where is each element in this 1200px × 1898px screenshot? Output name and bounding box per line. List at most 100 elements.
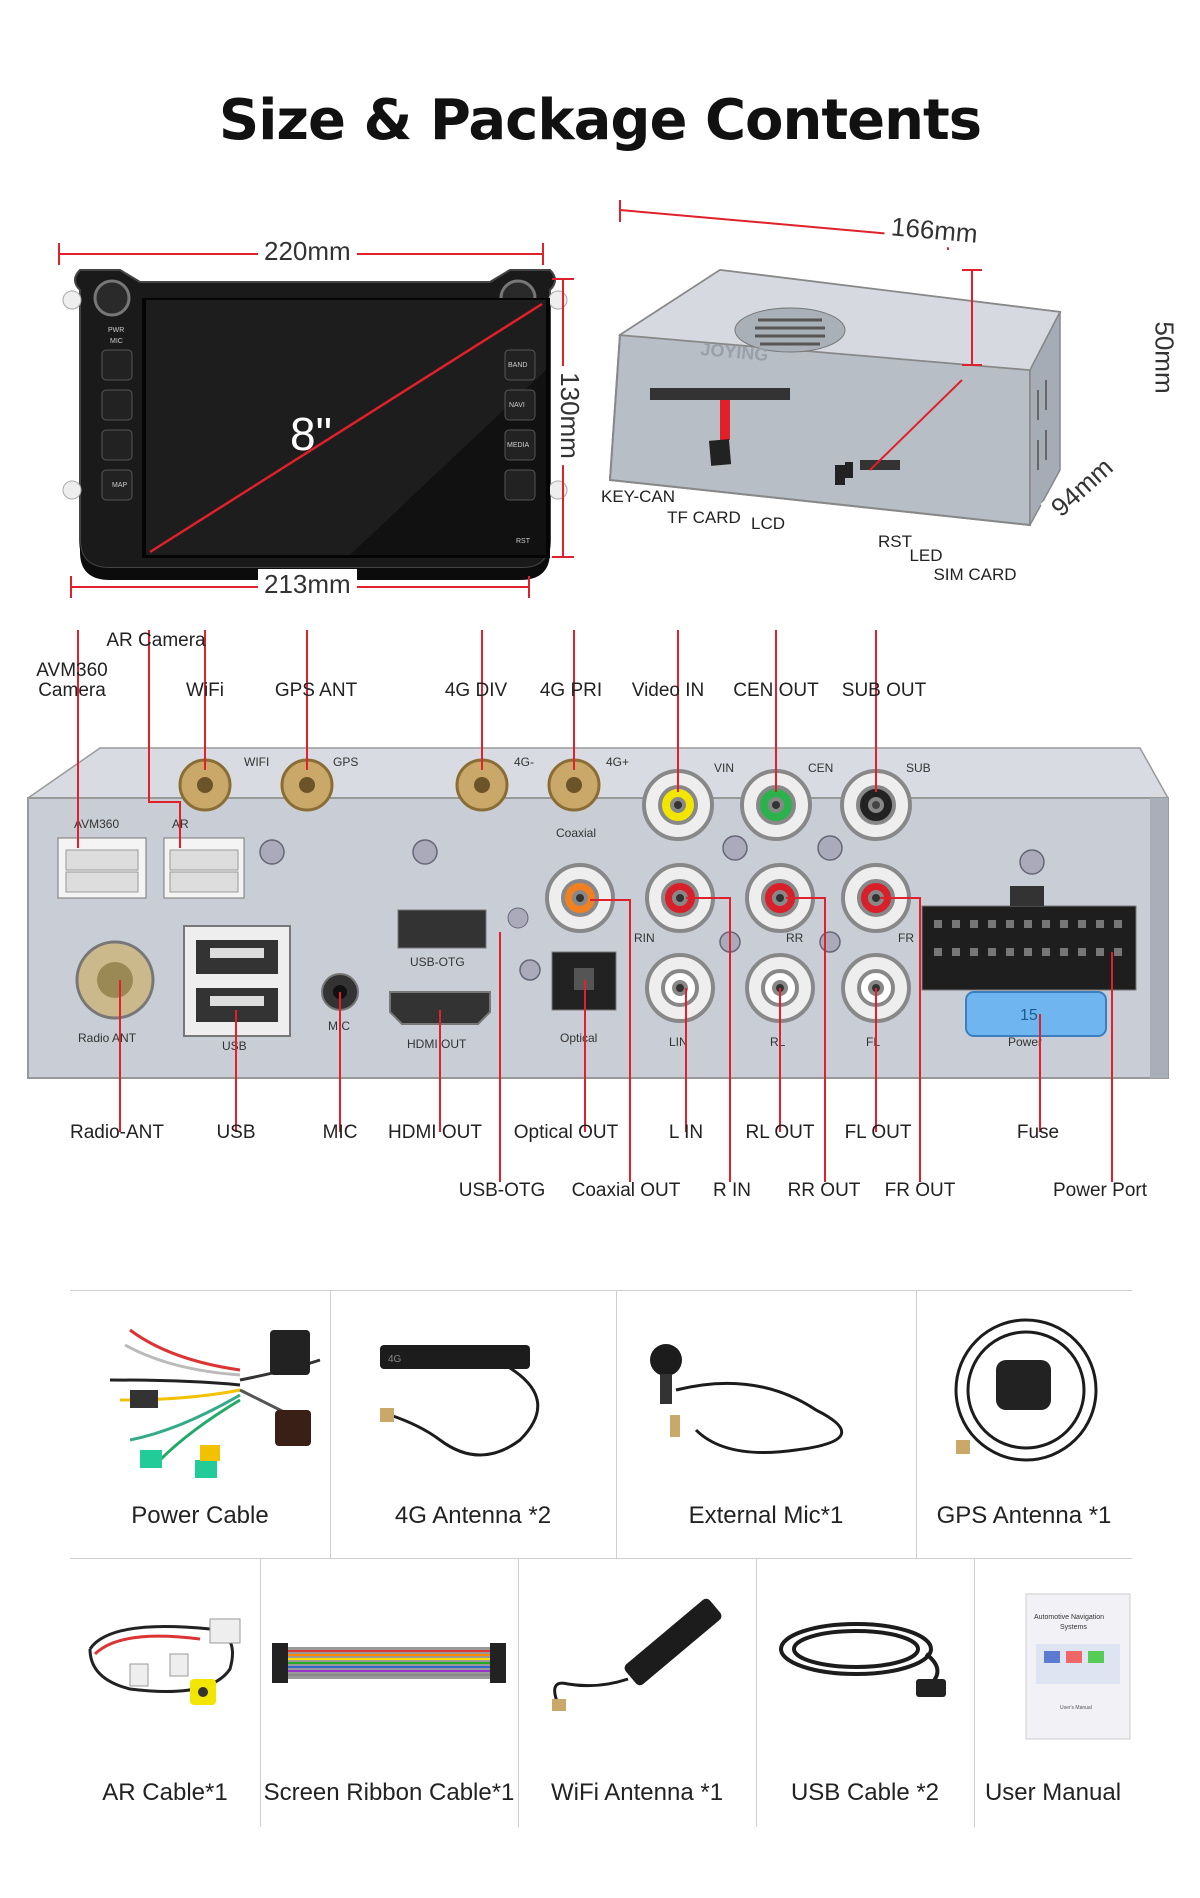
- label-usb-otg: USB-OTG: [458, 1180, 546, 1201]
- svg-text:4G: 4G: [388, 1354, 402, 1365]
- label-4g-pri: 4G PRI: [539, 680, 603, 701]
- print-rl: RL: [770, 1035, 786, 1049]
- label-fuse: Fuse: [1016, 1122, 1060, 1143]
- svg-text:8": 8": [290, 408, 332, 460]
- package-item: USB Cable *2: [756, 1559, 975, 1827]
- package-label: Screen Ribbon Cable*1: [263, 1779, 515, 1806]
- svg-text:MAP: MAP: [112, 482, 128, 489]
- package-item: WiFi Antenna *1: [518, 1559, 757, 1827]
- label-fr-out: FR OUT: [884, 1180, 956, 1201]
- top-view: JOYING: [590, 240, 1170, 600]
- package-label: 4G Antenna *2: [394, 1502, 552, 1529]
- 4g-antenna-image: 4G: [380, 1345, 540, 1457]
- print-power: Power: [1008, 1035, 1042, 1049]
- print-sub: SUB: [906, 761, 931, 775]
- page-title: Size & Package Contents: [218, 88, 982, 153]
- manual-cover-line2: Systems: [1060, 1624, 1087, 1631]
- label-radio-ant: Radio-ANT: [70, 1122, 164, 1143]
- print-fl: FL: [866, 1035, 880, 1049]
- svg-text:MEDIA: MEDIA: [507, 442, 530, 449]
- label-avm360-line1: AVM360: [36, 660, 108, 681]
- print-usb: USB: [222, 1039, 247, 1053]
- print-coaxial: Coaxial: [556, 826, 596, 840]
- port-label-tf-card: TF CARD: [667, 508, 741, 527]
- manual-cover-line1: Automotive Navigation: [1034, 1614, 1104, 1621]
- manual-cover-line3: User's Manual: [1060, 1705, 1092, 1711]
- print-hdmi: HDMI OUT: [407, 1037, 467, 1051]
- package-label: AR Cable*1: [102, 1779, 228, 1806]
- label-mic: MIC: [322, 1122, 358, 1143]
- label-video-in: Video IN: [631, 680, 705, 701]
- print-lin: LIN: [669, 1035, 688, 1049]
- width-top-label: 220mm: [258, 236, 357, 267]
- external-mic-image: [650, 1344, 844, 1454]
- print-optical: Optical: [560, 1031, 597, 1045]
- print-wifi: WIFI: [244, 755, 269, 769]
- gps-antenna-image: [954, 1318, 1098, 1462]
- svg-text:PWR: PWR: [108, 327, 124, 334]
- port-label-rst: RST: [878, 532, 912, 551]
- package-item: Power Cable: [70, 1290, 331, 1558]
- label-hdmi-out: HDMI OUT: [388, 1122, 482, 1143]
- label-sub-out: SUB OUT: [841, 680, 927, 701]
- label-ar-camera: AR Camera: [106, 630, 206, 651]
- label-optical-out: Optical OUT: [513, 1122, 619, 1143]
- label-power-port: Power Port: [1053, 1180, 1147, 1201]
- label-4g-div: 4G DIV: [444, 680, 508, 701]
- print-radio-ant: Radio ANT: [78, 1031, 137, 1045]
- package-label: External Mic*1: [688, 1502, 844, 1529]
- power-cable-image: [109, 1328, 321, 1478]
- rear-panel: AVM360 AR WIFI GPS 4G- 4G+ Coaxial VIN C…: [0, 570, 1200, 1250]
- port-label-sim-card: SIM CARD: [933, 565, 1017, 584]
- package-item: Automotive Navigation Systems User's Man…: [974, 1559, 1132, 1827]
- package-grid: Power Cable 4G 4G Antenna *2 External Mi…: [70, 1290, 1132, 1828]
- label-cen-out: CEN OUT: [733, 680, 819, 701]
- print-fuse-rating: 15: [1020, 1007, 1038, 1024]
- user-manual-image: Automotive Navigation Systems User's Man…: [1025, 1593, 1131, 1740]
- print-avm360: AVM360: [74, 817, 119, 831]
- label-rl-out: RL OUT: [745, 1122, 815, 1143]
- height-label: 130mm: [553, 366, 585, 465]
- package-label: USB Cable *2: [790, 1779, 940, 1806]
- chassis-top-illustration: JOYING: [608, 268, 1062, 527]
- print-rin: RIN: [634, 931, 655, 945]
- label-wifi: WiFi: [186, 680, 224, 701]
- label-coaxial-out: Coaxial OUT: [571, 1180, 681, 1201]
- label-rr-out: RR OUT: [787, 1180, 861, 1201]
- package-item: GPS Antenna *1: [916, 1290, 1132, 1558]
- wifi-antenna-image: [552, 1598, 722, 1711]
- label-r-in: R IN: [713, 1180, 751, 1201]
- package-label: User Manual: [984, 1779, 1122, 1806]
- label-fl-out: FL OUT: [844, 1122, 912, 1143]
- width-bottom-label: 213mm: [258, 569, 357, 600]
- package-label: Power Cable: [131, 1502, 269, 1529]
- package-item: Screen Ribbon Cable*1: [260, 1559, 519, 1827]
- print-fr: FR: [898, 931, 914, 945]
- port-label-key-can: KEY-CAN: [600, 487, 676, 506]
- rear-panel-illustration: AVM360 AR WIFI GPS 4G- 4G+ Coaxial VIN C…: [27, 570, 1169, 1182]
- package-item: 4G 4G Antenna *2: [330, 1290, 617, 1558]
- svg-text:MIC: MIC: [110, 338, 123, 345]
- print-cen: CEN: [808, 761, 833, 775]
- ar-cable-image: [88, 1618, 241, 1705]
- svg-text:NAVI: NAVI: [509, 402, 525, 409]
- port-label-lcd: LCD: [750, 514, 786, 533]
- package-label: WiFi Antenna *1: [550, 1779, 724, 1806]
- port-label-led: LED: [909, 546, 943, 565]
- screen-ribbon-cable-image: [272, 1643, 506, 1683]
- package-item: External Mic*1: [616, 1290, 917, 1558]
- front-view: PWR MIC BAND NAVI MEDIA MAP RST 8": [50, 240, 580, 600]
- label-gps-ant: GPS ANT: [274, 680, 358, 701]
- chassis-height-label: 50mm: [1148, 315, 1180, 400]
- label-avm360-line2: Camera: [38, 680, 106, 701]
- svg-text:BAND: BAND: [508, 362, 527, 369]
- package-item: AR Cable*1: [70, 1559, 261, 1827]
- print-usb-otg: USB-OTG: [410, 955, 465, 969]
- package-label: GPS Antenna *1: [936, 1502, 1112, 1529]
- print-4g-minus: 4G-: [514, 755, 534, 769]
- svg-text:RST: RST: [516, 538, 531, 545]
- label-usb: USB: [216, 1122, 256, 1143]
- print-4g-plus: 4G+: [606, 755, 629, 769]
- head-unit-front-illustration: PWR MIC BAND NAVI MEDIA MAP RST 8": [62, 269, 568, 580]
- usb-cable-image: [779, 1622, 946, 1697]
